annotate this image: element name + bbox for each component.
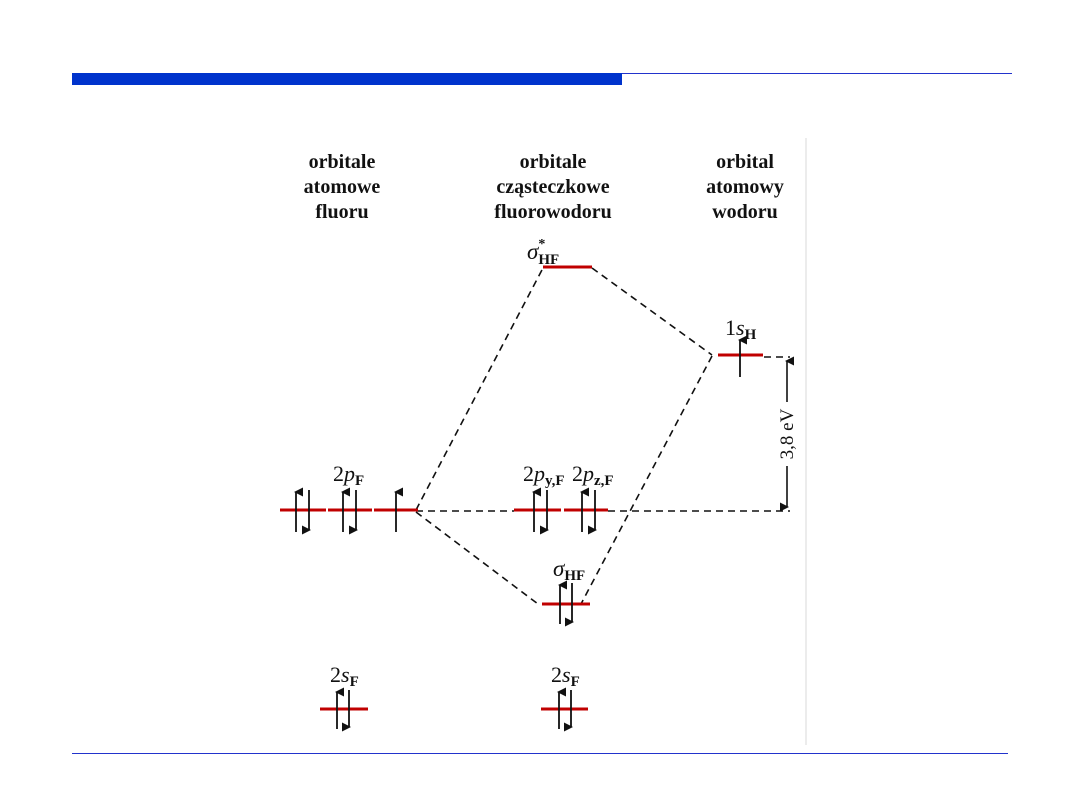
- corr-1s-to-sigma-hf: [580, 355, 713, 605]
- corr-sigma-star-to-1s: [591, 267, 713, 356]
- energy-levels: [280, 265, 763, 711]
- header-hf-molecular-orbitals: orbitale cząsteczkowe fluorowodoru: [463, 150, 643, 225]
- label-sigma-hf: σHF: [553, 556, 585, 584]
- label-2py-f: 2py,F: [523, 461, 565, 489]
- header-hydrogen-line-1: orbital: [716, 151, 774, 173]
- label-2s-f-left: 2sF: [330, 662, 359, 690]
- energy-gap-label: 3,8 eV: [777, 408, 798, 459]
- correlation-lines: [415, 267, 790, 605]
- header-hydrogen-atomic-orbital: orbital atomowy wodoru: [670, 150, 820, 225]
- title-accent-bar: [72, 73, 622, 85]
- label-2pz-f: 2pz,F: [572, 461, 614, 489]
- electrons: [294, 335, 747, 732]
- header-fluorine-line-1: orbitale: [308, 151, 376, 173]
- header-hydrogen-line-3: wodoru: [712, 201, 778, 223]
- label-sigma-star: σ*HF: [527, 237, 559, 268]
- label-1s-h: 1sH: [725, 315, 757, 343]
- header-hydrogen-line-2: atomowy: [706, 176, 784, 198]
- label-2s-f-mid: 2sF: [551, 662, 580, 690]
- corr-2p-to-sigma-hf: [415, 511, 539, 605]
- header-molecule-line-2: cząsteczkowe: [496, 176, 610, 198]
- corr-2p-to-sigma-star: [415, 267, 544, 511]
- label-2p-f: 2pF: [333, 461, 364, 489]
- header-fluorine-atomic-orbitals: orbitale atomowe fluoru: [262, 150, 422, 225]
- header-molecule-line-1: orbitale: [519, 151, 587, 173]
- header-molecule-line-3: fluorowodoru: [494, 201, 612, 223]
- header-fluorine-line-2: atomowe: [303, 176, 381, 198]
- header-fluorine-line-3: fluoru: [315, 201, 369, 223]
